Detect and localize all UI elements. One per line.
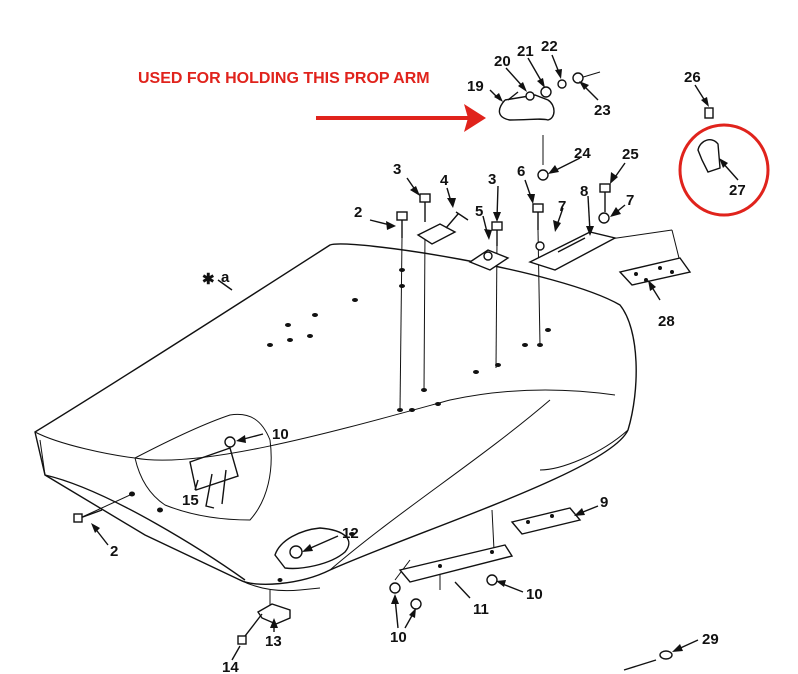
part-rivet-26	[704, 107, 714, 119]
part-plate-28	[618, 257, 692, 286]
part-bolt-6	[532, 203, 544, 230]
hood-star-marker: ✱	[202, 271, 215, 288]
callout-20: 20	[494, 53, 511, 70]
callout-10: 10	[526, 586, 543, 603]
callout-7: 7	[626, 192, 634, 209]
callout-14: 14	[222, 659, 239, 674]
annotation-text: USED FOR HOLDING THIS PROP ARM	[138, 70, 430, 87]
part-bolt-2-top	[396, 211, 408, 238]
callout-19: 19	[467, 78, 484, 95]
callout-12: 12	[342, 525, 359, 542]
callout-3: 3	[393, 161, 401, 178]
hood-label-letter: a	[221, 269, 230, 286]
callout-25: 25	[622, 146, 639, 163]
part-washer-29	[623, 650, 673, 671]
part-clamp-13	[257, 603, 291, 625]
callout-2: 2	[354, 204, 362, 221]
part-clip-27	[697, 139, 721, 173]
part-bolt-25	[599, 183, 611, 212]
part-hinge-8	[528, 212, 617, 271]
part-nuts-10	[224, 436, 498, 610]
part-bolt-2-left	[73, 509, 103, 523]
callout-15: 15	[182, 492, 199, 509]
part-bracket-5	[468, 249, 510, 271]
part-nut-24	[537, 169, 549, 181]
callout-9: 9	[600, 494, 608, 511]
callout-11: 11	[473, 601, 489, 618]
part-bolt-14	[237, 613, 263, 645]
callout-4: 4	[440, 172, 449, 189]
part-prop-arm-19	[498, 91, 555, 121]
callout-29: 29	[702, 631, 719, 648]
callout-27: 27	[729, 182, 746, 199]
part-plate-9	[510, 507, 582, 535]
part-bolt-3-left	[419, 193, 431, 222]
callout-24: 24	[574, 145, 591, 162]
part-pin-20-23	[525, 72, 584, 101]
part-plate-11	[398, 544, 514, 583]
callout-22: 22	[541, 38, 558, 55]
callout-23: 23	[594, 102, 611, 119]
callout-5: 5	[475, 203, 483, 220]
callout-26: 26	[684, 69, 701, 86]
callout-28: 28	[658, 313, 675, 330]
callout-13: 13	[265, 633, 282, 650]
callout-8: 8	[580, 183, 588, 200]
part-bolt-3-right	[491, 221, 503, 246]
callout-7: 7	[558, 198, 566, 215]
hood-panel	[34, 243, 637, 592]
leader-arrows	[91, 54, 739, 661]
highlight-annotation: USED FOR HOLDING THIS PROP ARM	[138, 70, 770, 217]
red-arrow-icon	[464, 104, 486, 132]
hood-holes	[129, 268, 551, 582]
callout-3: 3	[488, 171, 496, 188]
callout-6: 6	[517, 163, 525, 180]
highlight-circle	[678, 123, 770, 217]
callout-10: 10	[390, 629, 407, 646]
part-latch-4	[416, 211, 469, 245]
callout-10: 10	[272, 426, 289, 443]
callout-2: 2	[110, 543, 118, 560]
callout-labels: 2 2 3 3 4 5 6 7 7 8 9 10 10 10 11 12 13 …	[110, 38, 746, 674]
callout-21: 21	[517, 43, 534, 60]
